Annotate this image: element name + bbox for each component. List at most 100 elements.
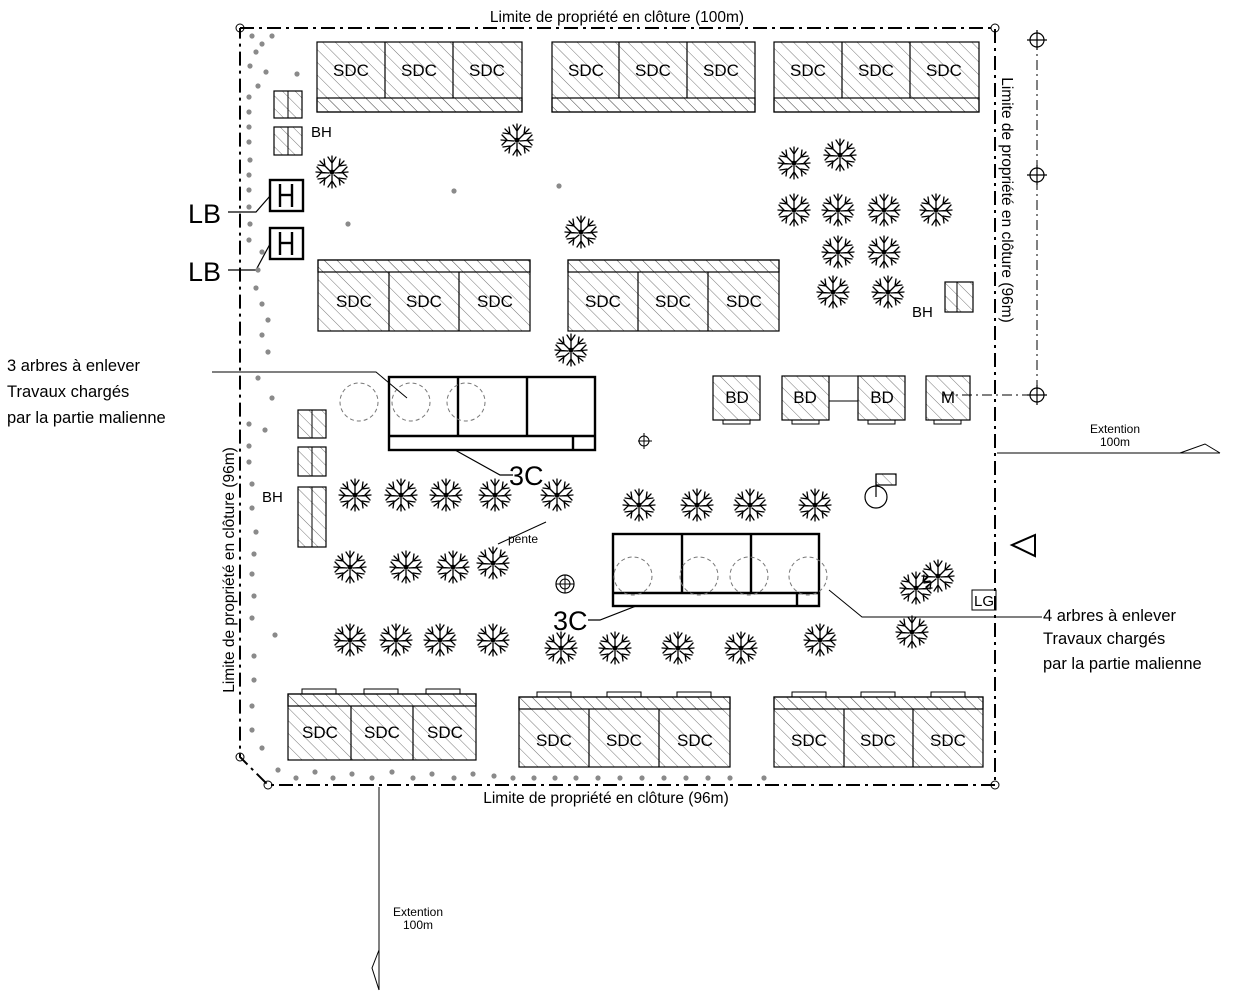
hedge-dot: [259, 41, 265, 47]
hedge-dot: [246, 172, 252, 178]
hedge-dot: [246, 109, 252, 115]
property-boundary: [235, 23, 1000, 790]
hedge-dot: [246, 459, 252, 465]
lg-block: LG: [971, 589, 997, 611]
office-block: BD: [781, 375, 830, 425]
tree-to-remove-icon: [613, 556, 653, 596]
hedge-dot: [255, 83, 261, 89]
annotation-right-line-3: par la partie malienne: [1043, 655, 1202, 673]
classroom-label: SDC: [606, 731, 642, 750]
hedge-dot: [389, 769, 395, 775]
hedge-dot: [251, 551, 257, 557]
office-block: BD: [857, 375, 906, 425]
classroom-label: SDC: [635, 61, 671, 80]
classroom-label: SDC: [791, 731, 827, 750]
tree-icon: [478, 478, 512, 512]
hedge-dot: [312, 769, 318, 775]
classroom-label: SDC: [860, 731, 896, 750]
hedge-dot: [249, 727, 255, 733]
classroom-label: SDC: [926, 61, 962, 80]
tree-icon: [544, 631, 578, 665]
hedge-dot: [263, 69, 269, 75]
classroom-label: SDC: [790, 61, 826, 80]
slope-indicator: pente: [497, 521, 547, 546]
annotation-left-line-3: par la partie malienne: [7, 409, 166, 427]
classroom-label: SDC: [585, 292, 621, 311]
tree-icon: [867, 235, 901, 269]
office-label: BD: [793, 388, 817, 407]
classroom-label: SDC: [655, 292, 691, 311]
hedge-dots: [246, 33, 767, 781]
hedge-dot: [251, 677, 257, 683]
tree-to-remove-icon: [788, 556, 828, 596]
classroom-block: SDC SDC SDC: [518, 691, 731, 768]
classroom-block: SDC SDC SDC: [551, 41, 756, 113]
hedge-dot: [247, 63, 253, 69]
tree-icon: [777, 193, 811, 227]
tree-icon: [803, 623, 837, 657]
boundary-label-left: Limite de propriété en clôture (96m): [221, 447, 238, 693]
hedge-dot: [247, 221, 253, 227]
classroom-label: SDC: [858, 61, 894, 80]
tree-icon: [895, 615, 929, 649]
hedge-dot: [705, 775, 711, 781]
extension-east-length: 100m: [1100, 435, 1130, 449]
tree-icon: [423, 623, 457, 657]
hedge-dot: [249, 33, 255, 39]
boundary-label-top: Limite de propriété en clôture (100m): [490, 9, 744, 26]
tree-icon: [540, 478, 574, 512]
hedge-dot: [246, 94, 252, 100]
hedge-dot: [247, 157, 253, 163]
hedge-dot: [246, 139, 252, 145]
hedge-dot: [510, 775, 516, 781]
extension-south: Extention 100m: [371, 787, 443, 991]
office-block: BD: [712, 375, 761, 425]
hedge-dot: [451, 775, 457, 781]
annotation-right-line-2: Travaux chargés: [1043, 630, 1165, 648]
hedge-dot: [369, 775, 375, 781]
hedge-dot: [639, 775, 645, 781]
classroom-label: SDC: [401, 61, 437, 80]
classroom-label: SDC: [726, 292, 762, 311]
tree-icon: [777, 146, 811, 180]
hedge-dot: [259, 249, 265, 255]
classroom-label: SDC: [568, 61, 604, 80]
tree-icon: [821, 193, 855, 227]
classroom-label: SDC: [364, 723, 400, 742]
classroom-label: SDC: [427, 723, 463, 742]
hedge-dot: [246, 421, 252, 427]
m-block: M: [925, 375, 971, 425]
extension-south-label: Extention: [393, 905, 443, 919]
hedge-dot: [573, 775, 579, 781]
boundary-label-right: Limite de propriété en clôture (96m): [998, 77, 1015, 323]
tree-icon: [315, 155, 349, 189]
hedge-dot: [249, 615, 255, 621]
annotation-right-line-1: 4 arbres à enlever: [1043, 607, 1176, 625]
tree-to-remove-icon: [729, 556, 769, 596]
tree-icon: [871, 275, 905, 309]
survey-marker-icon: [1026, 164, 1048, 186]
tree-icon: [867, 193, 901, 227]
hedge-dot: [761, 775, 767, 781]
tree-to-remove-icon: [391, 382, 431, 422]
annotation-left-line-2: Travaux chargés: [7, 383, 129, 401]
hedge-dot: [272, 632, 278, 638]
tree-icon: [333, 550, 367, 584]
bh-label: BH: [912, 304, 933, 321]
tree-icon: [476, 623, 510, 657]
hedge-dot: [246, 124, 252, 130]
hedge-dot: [262, 427, 268, 433]
hedge-dot: [249, 571, 255, 577]
bh-block-group: BH: [273, 90, 332, 156]
hedge-dot: [265, 317, 271, 323]
tree-to-remove-icon: [339, 382, 379, 422]
tree-icon: [429, 478, 463, 512]
classroom-label: SDC: [333, 61, 369, 80]
classroom-label: SDC: [703, 61, 739, 80]
latrine-label: LB: [188, 257, 221, 287]
lg-label: LG: [974, 593, 994, 610]
office-label: BD: [870, 388, 894, 407]
classroom-label: SDC: [930, 731, 966, 750]
hedge-dot: [265, 349, 271, 355]
hedge-dot: [253, 529, 259, 535]
